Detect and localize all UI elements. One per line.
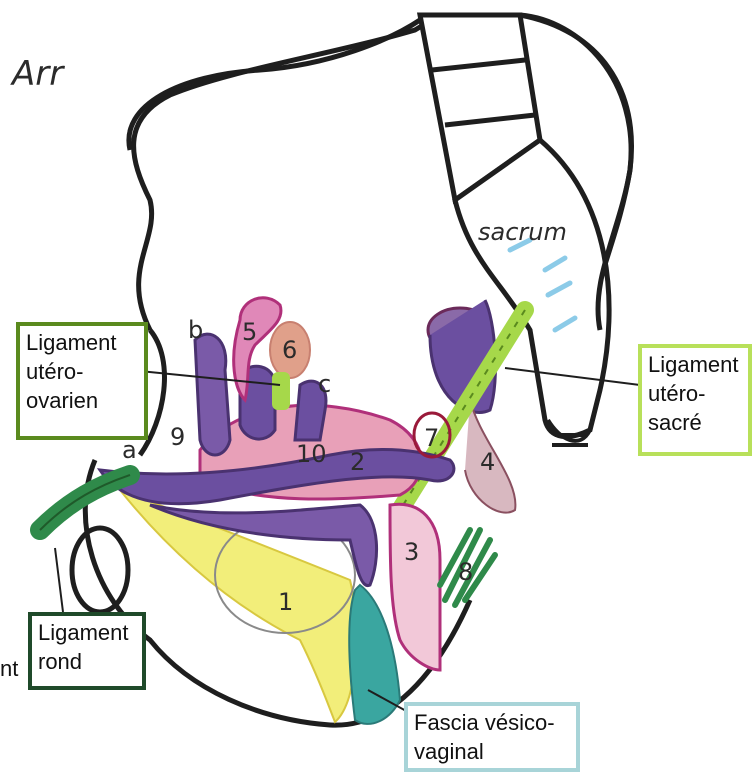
label-9: 9	[170, 423, 185, 451]
callout-utero-ovarien: Ligament utéro- ovarien	[16, 322, 148, 440]
callout-fascia-line-2: vaginal	[414, 737, 570, 766]
callout-fascia-line-1: Fascia vésico-	[414, 708, 570, 737]
callout-utero-sacre-line-2: utéro-	[648, 379, 742, 408]
uterus-fundus	[195, 334, 230, 455]
title-fragment: Arr	[10, 54, 65, 94]
label-1: 1	[278, 588, 293, 616]
edge-fragment-left: nt	[0, 656, 18, 682]
callout-rond: Ligament rond	[28, 612, 146, 690]
vagina-outline	[390, 504, 440, 670]
callout-utero-ovarien-line-2: utéro-	[26, 357, 138, 386]
label-10: 10	[296, 440, 327, 468]
label-b: b	[188, 316, 203, 344]
label-8: 8	[458, 558, 473, 586]
label-5: 5	[242, 318, 257, 346]
label-c: c	[318, 370, 331, 398]
sacrum-label: sacrum	[478, 218, 567, 246]
callout-utero-sacre: Ligament utéro- sacré	[638, 344, 752, 456]
callout-utero-ovarien-line-1: Ligament	[26, 328, 138, 357]
label-6: 6	[282, 336, 297, 364]
callout-fascia: Fascia vésico- vaginal	[404, 702, 580, 772]
label-a: a	[122, 436, 137, 464]
label-2: 2	[350, 448, 365, 476]
callout-utero-ovarien-line-3: ovarien	[26, 386, 138, 415]
leader-rond	[55, 548, 63, 612]
callout-rond-line-2: rond	[38, 647, 136, 676]
label-4: 4	[480, 448, 495, 476]
utero-ovarian-band	[272, 372, 290, 410]
callout-utero-sacre-line-1: Ligament	[648, 350, 742, 379]
label-7: 7	[424, 424, 439, 452]
callout-rond-line-1: Ligament	[38, 618, 136, 647]
callout-utero-sacre-line-3: sacré	[648, 408, 742, 437]
pubic-loop	[72, 528, 128, 612]
label-3: 3	[404, 538, 419, 566]
